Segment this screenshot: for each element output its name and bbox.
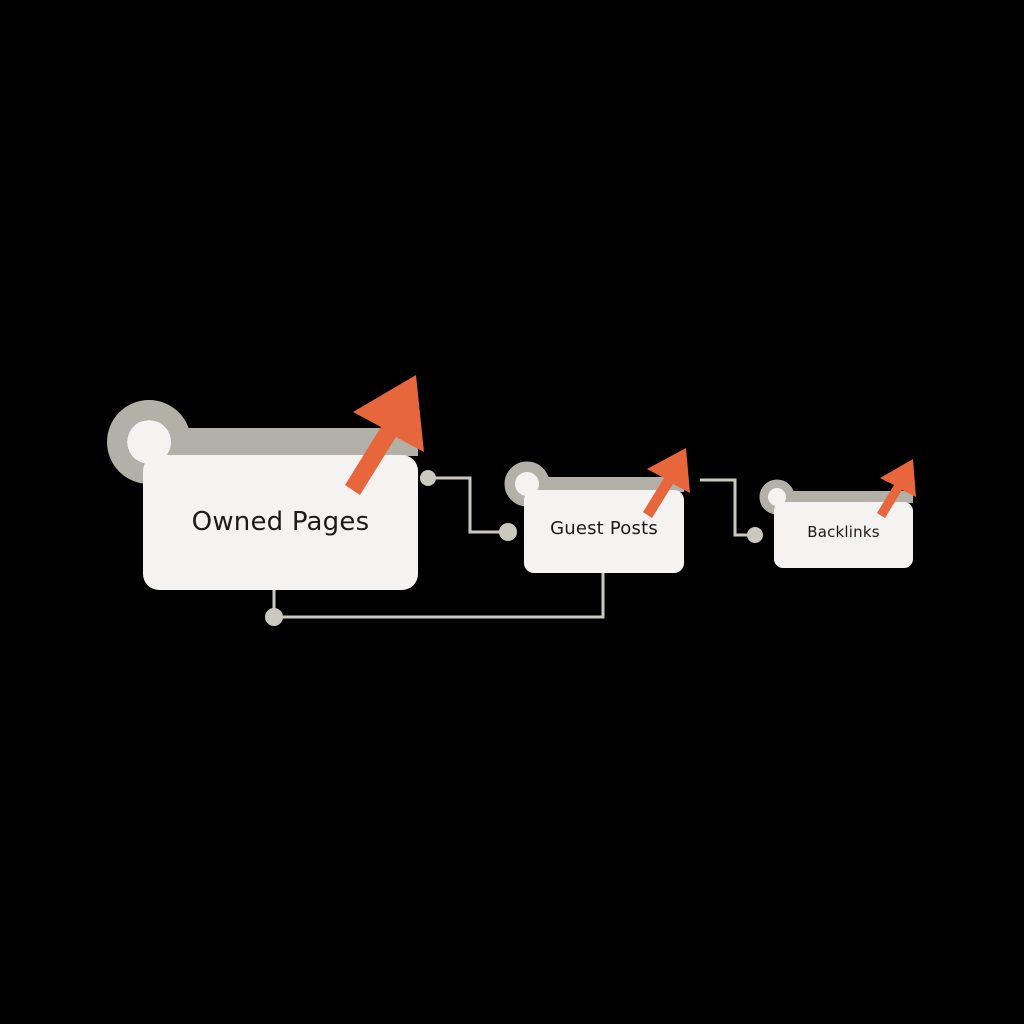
ring-icon-inner	[768, 488, 786, 506]
connector-dot-start	[265, 608, 283, 626]
connector-line	[272, 573, 605, 619]
ring-icon-inner	[127, 420, 171, 464]
node-label-owned-pages: Owned Pages	[191, 507, 370, 537]
connector-owned-bottom-to-guest-bottom[interactable]	[265, 573, 605, 626]
connector-dot-start	[420, 470, 436, 486]
node-guest-posts[interactable]	[504, 448, 690, 573]
node-header-bar	[155, 428, 418, 456]
connector-owned-to-guest[interactable]	[420, 470, 517, 541]
up-right-arrow-icon	[345, 375, 424, 495]
connector-line	[430, 476, 506, 534]
node-label-backlinks: Backlinks	[807, 523, 880, 541]
node-header-bar	[534, 477, 684, 492]
node-header-bar	[782, 491, 913, 503]
connector-dot-end	[499, 523, 517, 541]
up-right-arrow-icon	[877, 459, 916, 518]
node-card	[143, 455, 418, 590]
connector-guest-to-backlinks[interactable]	[700, 478, 763, 543]
up-right-arrow-icon	[643, 448, 690, 518]
ring-icon-inner	[515, 472, 539, 496]
connector-line	[700, 478, 753, 537]
connector-dot-end	[747, 527, 763, 543]
node-backlinks[interactable]	[759, 459, 916, 568]
node-owned-pages[interactable]	[107, 375, 424, 590]
connector-group	[265, 470, 763, 626]
node-label-guest-posts: Guest Posts	[550, 518, 658, 539]
node-card	[774, 502, 913, 568]
